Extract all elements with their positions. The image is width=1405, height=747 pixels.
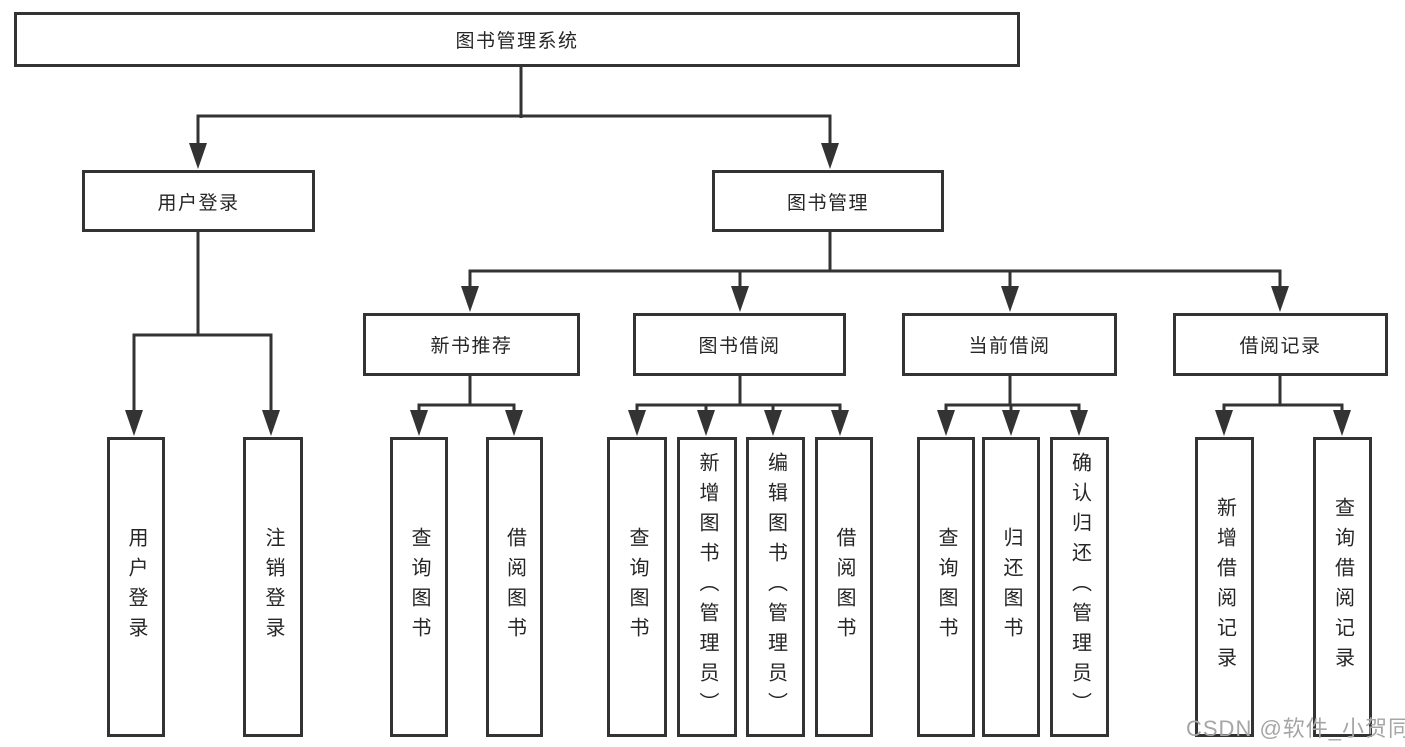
node-leaf-return-books-label: 归还图书 <box>1000 527 1022 647</box>
node-leaf-add-borrow-record-label: 新增借阅记录 <box>1213 497 1236 677</box>
node-leaf-confirm-return-admin-label: 确认归还（管理员） <box>1068 452 1091 722</box>
node-leaf-query-books-2: 查询图书 <box>607 437 667 737</box>
node-borrow-records: 借阅记录 <box>1173 313 1388 376</box>
edge-current-borrow-to-leaves <box>937 376 1088 436</box>
node-leaf-logout-label: 注销登录 <box>262 527 284 647</box>
node-leaf-query-books-1: 查询图书 <box>390 437 448 737</box>
edge-book-mgmt-to-level3 <box>461 232 1289 312</box>
node-leaf-borrow-books-2-label: 借阅图书 <box>833 527 855 647</box>
node-leaf-query-books-3-label: 查询图书 <box>935 527 957 647</box>
node-leaf-query-books-3: 查询图书 <box>917 437 975 737</box>
edge-book-borrow-to-leaves <box>628 376 849 436</box>
node-leaf-query-books-1-label: 查询图书 <box>408 527 430 647</box>
node-leaf-return-books: 归还图书 <box>982 437 1040 737</box>
edge-root-to-level2 <box>189 67 839 169</box>
node-root: 图书管理系统 <box>14 12 1020 67</box>
node-leaf-confirm-return-admin: 确认归还（管理员） <box>1050 437 1109 737</box>
node-leaf-query-borrow-record: 查询借阅记录 <box>1313 437 1372 737</box>
node-user-login: 用户登录 <box>82 170 315 232</box>
node-new-book-rec: 新书推荐 <box>363 313 580 376</box>
node-leaf-add-books-admin-label: 新增图书（管理员） <box>696 452 718 722</box>
node-leaf-user-login-label: 用户登录 <box>125 527 147 647</box>
node-leaf-user-login: 用户登录 <box>107 437 165 737</box>
node-leaf-borrow-books-2: 借阅图书 <box>815 437 873 737</box>
edge-user-login-to-leaves <box>125 232 280 436</box>
node-book-mgmt: 图书管理 <box>712 170 944 232</box>
node-leaf-add-books-admin: 新增图书（管理员） <box>677 437 737 737</box>
node-leaf-borrow-books-1-label: 借阅图书 <box>503 527 526 647</box>
node-leaf-edit-books-admin-label: 编辑图书（管理员） <box>764 452 787 722</box>
node-current-borrow: 当前借阅 <box>902 313 1117 376</box>
node-leaf-query-books-2-label: 查询图书 <box>626 527 648 647</box>
node-leaf-logout: 注销登录 <box>243 437 303 737</box>
edge-borrow-records-to-leaves <box>1215 376 1351 436</box>
node-leaf-edit-books-admin: 编辑图书（管理员） <box>746 437 805 737</box>
csdn-watermark: CSDN @软件_小贺同学 <box>1186 716 1405 741</box>
node-leaf-borrow-books-1: 借阅图书 <box>486 437 543 737</box>
node-leaf-add-borrow-record: 新增借阅记录 <box>1195 437 1254 737</box>
edge-new-book-rec-to-leaves <box>410 376 523 436</box>
node-leaf-query-borrow-record-label: 查询借阅记录 <box>1331 497 1354 677</box>
node-book-borrow: 图书借阅 <box>633 313 846 376</box>
